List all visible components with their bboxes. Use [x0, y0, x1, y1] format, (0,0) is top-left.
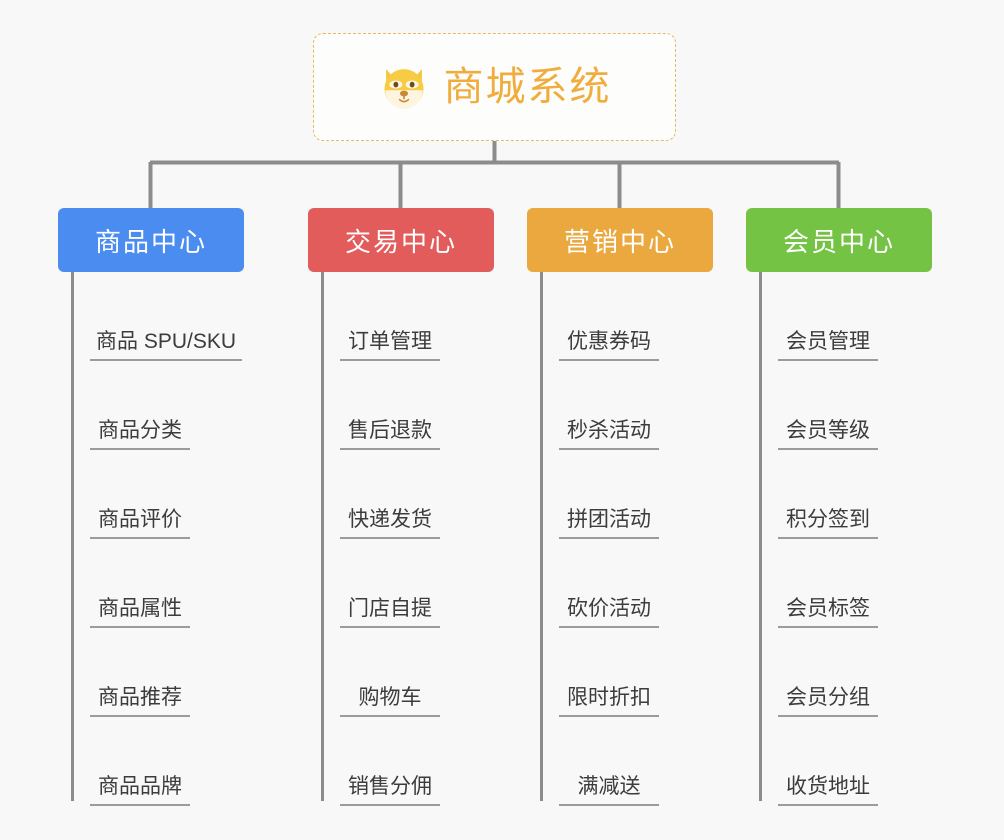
leaf-label: 会员等级 — [778, 419, 878, 450]
leaf-item[interactable]: 会员标签 — [746, 539, 932, 628]
leaf-item[interactable]: 砍价活动 — [527, 539, 713, 628]
leaf-label: 购物车 — [340, 686, 440, 717]
root-title: 商城系统 — [443, 65, 612, 109]
leaf-label: 商品属性 — [90, 597, 190, 628]
leaf-list-3: 优惠券码 秒杀活动 拼团活动 砍价活动 限时折扣 满减送 — [527, 272, 713, 806]
leaf-list-1: 商品 SPU/SKU 商品分类 商品评价 商品属性 商品推荐 商品品牌 — [58, 272, 244, 806]
leaf-item[interactable]: 商品属性 — [58, 539, 244, 628]
leaf-label: 快递发货 — [340, 508, 440, 539]
leaf-label: 秒杀活动 — [559, 419, 659, 450]
leaf-item[interactable]: 会员管理 — [746, 272, 932, 361]
leaf-list-2: 订单管理 售后退款 快递发货 门店自提 购物车 销售分佣 — [308, 272, 494, 806]
leaf-label: 砍价活动 — [559, 597, 659, 628]
column-3: 营销中心 优惠券码 秒杀活动 拼团活动 砍价活动 限时折扣 满减送 — [527, 208, 713, 806]
leaf-item[interactable]: 会员等级 — [746, 361, 932, 450]
leaf-label: 积分签到 — [778, 508, 878, 539]
shiba-dog-face-icon — [384, 69, 423, 109]
leaf-label: 优惠券码 — [559, 330, 659, 361]
column-4: 会员中心 会员管理 会员等级 积分签到 会员标签 会员分组 收货地址 — [746, 208, 932, 806]
leaf-item[interactable]: 购物车 — [308, 628, 494, 717]
leaf-item[interactable]: 限时折扣 — [527, 628, 713, 717]
category-header-2[interactable]: 交易中心 — [308, 208, 494, 272]
category-header-4[interactable]: 会员中心 — [746, 208, 932, 272]
leaf-item[interactable]: 销售分佣 — [308, 717, 494, 806]
leaf-label: 商品评价 — [90, 508, 190, 539]
leaf-label: 满减送 — [559, 775, 659, 806]
leaf-label: 订单管理 — [340, 330, 440, 361]
leaf-item[interactable]: 订单管理 — [308, 272, 494, 361]
leaf-label: 销售分佣 — [340, 775, 440, 806]
leaf-label: 会员管理 — [778, 330, 878, 361]
category-header-3[interactable]: 营销中心 — [527, 208, 713, 272]
leaf-item[interactable]: 商品评价 — [58, 450, 244, 539]
category-header-1[interactable]: 商品中心 — [58, 208, 244, 272]
leaf-item[interactable]: 满减送 — [527, 717, 713, 806]
leaf-label: 拼团活动 — [559, 508, 659, 539]
leaf-item[interactable]: 商品 SPU/SKU — [58, 272, 244, 361]
leaf-label: 限时折扣 — [559, 686, 659, 717]
leaf-label: 商品 SPU/SKU — [90, 330, 243, 361]
leaf-item[interactable]: 秒杀活动 — [527, 361, 713, 450]
leaf-label: 商品推荐 — [90, 686, 190, 717]
leaf-label: 会员标签 — [778, 597, 878, 628]
root-node[interactable]: 商城系统 — [313, 33, 676, 141]
leaf-label: 商品品牌 — [90, 775, 190, 806]
leaf-item[interactable]: 收货地址 — [746, 717, 932, 806]
leaf-item[interactable]: 会员分组 — [746, 628, 932, 717]
leaf-item[interactable]: 商品分类 — [58, 361, 244, 450]
column-1: 商品中心 商品 SPU/SKU 商品分类 商品评价 商品属性 商品推荐 商品品牌 — [58, 208, 244, 806]
leaf-label: 售后退款 — [340, 419, 440, 450]
leaf-item[interactable]: 优惠券码 — [527, 272, 713, 361]
leaf-item[interactable]: 拼团活动 — [527, 450, 713, 539]
leaf-label: 收货地址 — [778, 775, 878, 806]
leaf-item[interactable]: 商品品牌 — [58, 717, 244, 806]
leaf-label: 商品分类 — [90, 419, 190, 450]
leaf-label: 门店自提 — [340, 597, 440, 628]
leaf-list-4: 会员管理 会员等级 积分签到 会员标签 会员分组 收货地址 — [746, 272, 932, 806]
leaf-item[interactable]: 商品推荐 — [58, 628, 244, 717]
leaf-item[interactable]: 门店自提 — [308, 539, 494, 628]
leaf-label: 会员分组 — [778, 686, 878, 717]
leaf-item[interactable]: 积分签到 — [746, 450, 932, 539]
leaf-item[interactable]: 售后退款 — [308, 361, 494, 450]
leaf-item[interactable]: 快递发货 — [308, 450, 494, 539]
column-2: 交易中心 订单管理 售后退款 快递发货 门店自提 购物车 销售分佣 — [308, 208, 494, 806]
